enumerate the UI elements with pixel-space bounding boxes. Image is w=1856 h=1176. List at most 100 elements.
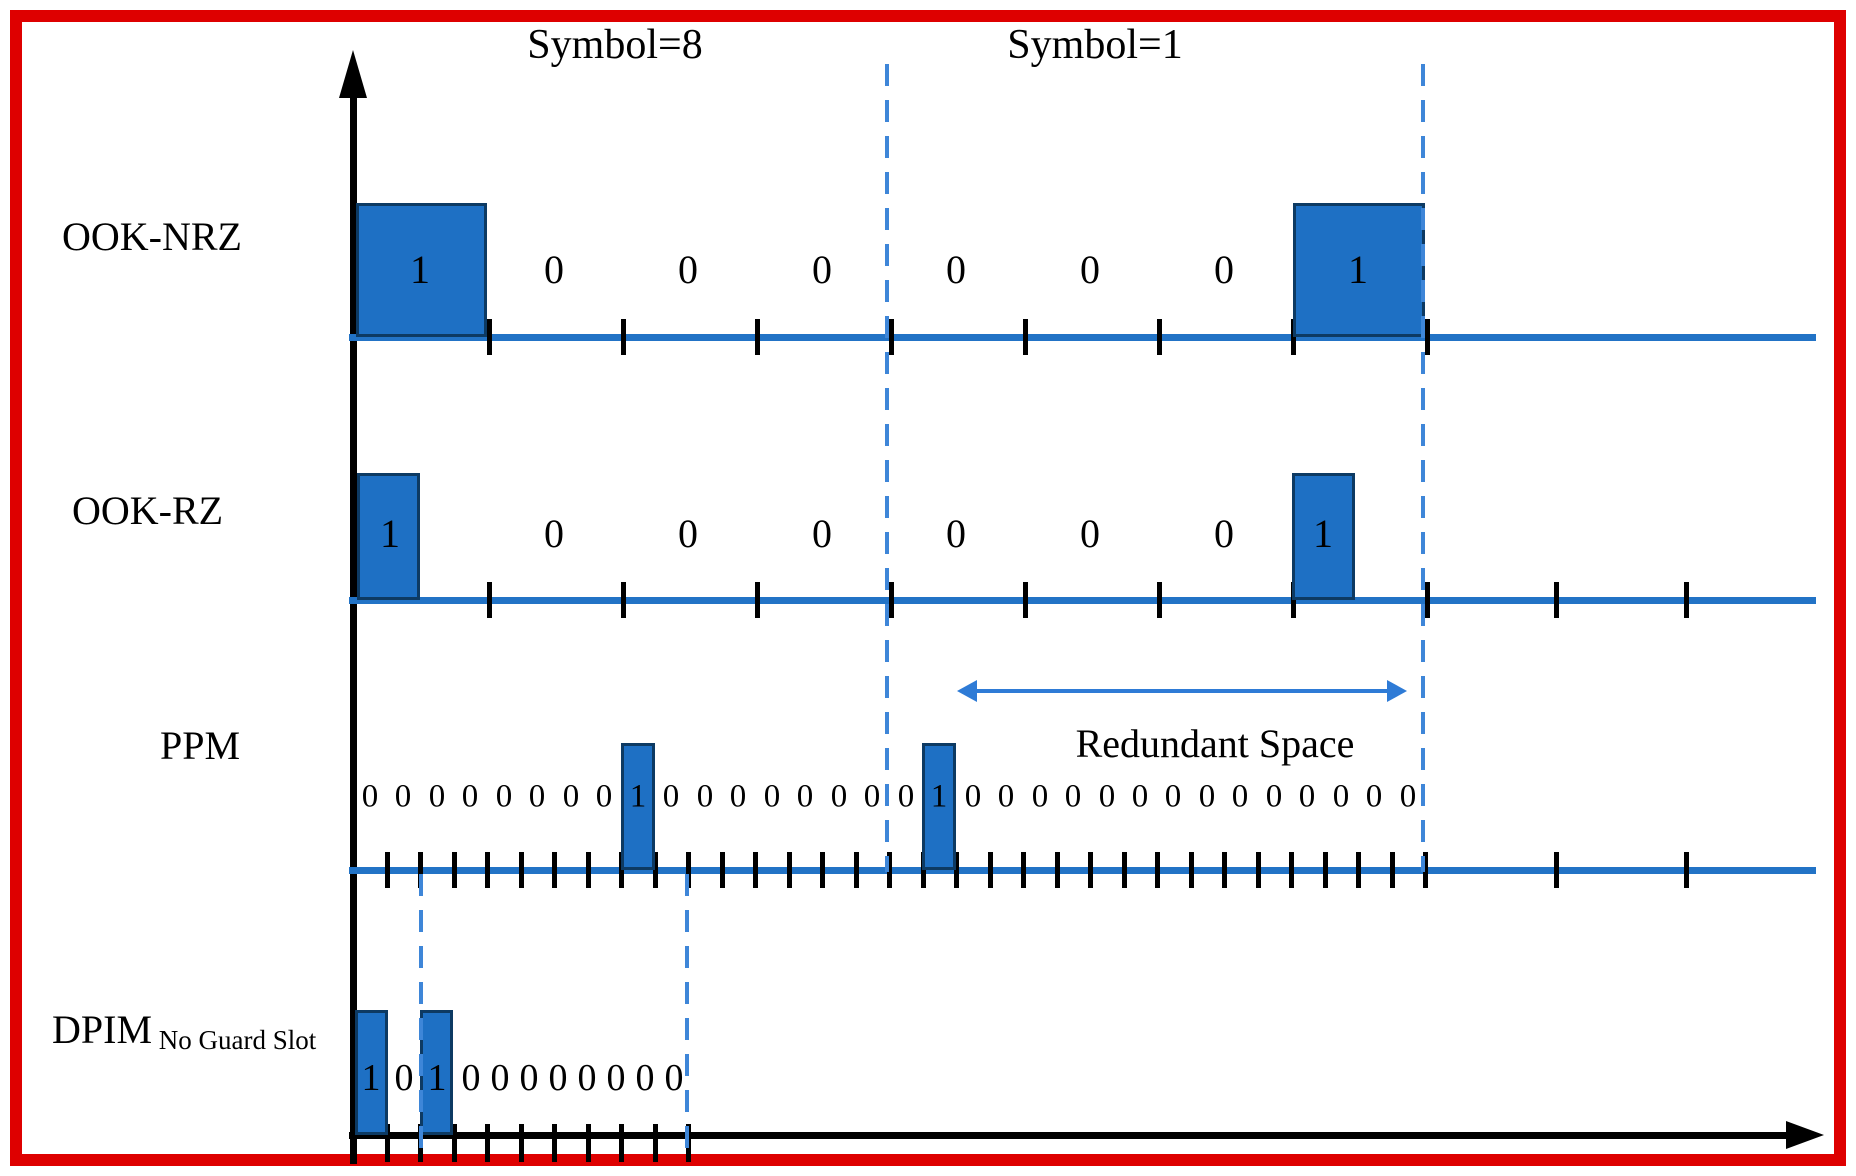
slot-tick [385,1124,390,1162]
bit-digit: 1 [427,1057,447,1099]
slot-tick [1390,852,1395,888]
slot-tick [954,852,959,888]
bit-digit: 0 [678,247,698,292]
slot-tick [487,319,492,355]
vertical-axis [349,94,357,1164]
bit-digit: 0 [946,511,966,556]
slot-tick [619,1124,624,1162]
bit-digit: 0 [662,778,680,815]
bit-digit: 1 [380,511,400,556]
bit-digit: 0 [577,1057,597,1099]
pulse-ook-rz [357,473,420,600]
slot-tick [820,852,825,888]
pulse-ook-rz [1292,473,1355,600]
bit-digit: 0 [635,1057,655,1099]
slot-tick [452,852,457,888]
bit-digit: 0 [562,778,580,815]
slot-tick [1291,319,1296,355]
bit-digit: 0 [548,1057,568,1099]
slot-tick [1023,319,1028,355]
bit-digit: 0 [428,778,446,815]
bit-digit: 1 [629,778,647,815]
vertical-axis-arrow-icon [339,50,367,98]
bit-digit: 1 [930,778,948,815]
bit-digit: 1 [1348,247,1368,292]
slot-tick [385,852,390,888]
slot-tick [1055,852,1060,888]
slot-tick [452,1124,457,1162]
red-border-frame [10,10,1846,1166]
bit-digit: 0 [394,1057,414,1099]
row-label-ook-nrz: OOK-NRZ [62,217,242,257]
bit-digit: 0 [729,778,747,815]
bit-digit: 0 [1265,778,1283,815]
slot-tick [1425,319,1430,355]
slot-tick [485,852,490,888]
slot-tick [621,319,626,355]
bit-digit: 0 [394,778,412,815]
symbol8-region-label: Symbol=8 [527,22,703,68]
dashed-boundary-line [685,874,689,1162]
bit-digit: 0 [812,511,832,556]
bit-digit: 0 [1365,778,1383,815]
slot-tick [988,852,993,888]
bit-digit: 0 [1164,778,1182,815]
signal-baseline-ook-nrz [349,333,1816,341]
slot-tick [753,852,758,888]
bit-digit: 0 [1131,778,1149,815]
slot-tick [619,852,624,888]
slot-tick [621,582,626,618]
slot-tick [1222,852,1227,888]
slot-tick [1256,852,1261,888]
slot-tick [1356,852,1361,888]
slot-tick [519,852,524,888]
symbol1-region-label: Symbol=1 [1007,22,1183,68]
signal-baseline-ook-rz [349,596,1816,604]
slot-tick [586,852,591,888]
slot-tick [1554,582,1559,618]
row-label-ook-rz: OOK-RZ [72,491,223,531]
slot-tick [787,852,792,888]
slot-tick [653,852,658,888]
bit-digit: 0 [490,1057,510,1099]
bit-digit: 0 [1332,778,1350,815]
redundant-space-arrow-line [965,689,1399,693]
redundant-space-label: Redundant Space [1075,721,1355,766]
bit-digit: 0 [678,511,698,556]
slot-tick [519,1124,524,1162]
bit-digit: 0 [897,778,915,815]
slot-tick [552,1124,557,1162]
bit-digit: 0 [1080,511,1100,556]
bit-digit: 0 [696,778,714,815]
pulse-ook-nrz [356,203,487,337]
slot-tick [487,582,492,618]
bit-digit: 0 [1298,778,1316,815]
row-label-text: PPM [160,723,241,768]
bit-digit: 0 [863,778,881,815]
bit-digit: 0 [461,778,479,815]
bit-digit: 0 [664,1057,684,1099]
slot-tick [1684,852,1689,888]
pulse-ppm [621,743,655,870]
bit-digit: 0 [1214,247,1234,292]
pulse-dpim [355,1010,388,1135]
slot-tick [1323,852,1328,888]
slot-tick [1157,319,1162,355]
bit-digit: 0 [1080,247,1100,292]
bit-digit: 0 [461,1057,481,1099]
slot-tick [1157,582,1162,618]
bit-digit: 1 [410,247,430,292]
slot-tick [1189,852,1194,888]
bit-digit: 0 [964,778,982,815]
bit-digit: 0 [1399,778,1417,815]
slot-tick [889,319,894,355]
row-label-text: DPIM [52,1007,153,1052]
bit-digit: 0 [595,778,613,815]
row-label-dpim: DPIM No Guard Slot [52,1007,316,1054]
bit-digit: 0 [1231,778,1249,815]
bit-digit: 0 [606,1057,626,1099]
slot-tick [889,582,894,618]
row-label-ppm: PPM [160,726,240,766]
bit-digit: 0 [544,511,564,556]
